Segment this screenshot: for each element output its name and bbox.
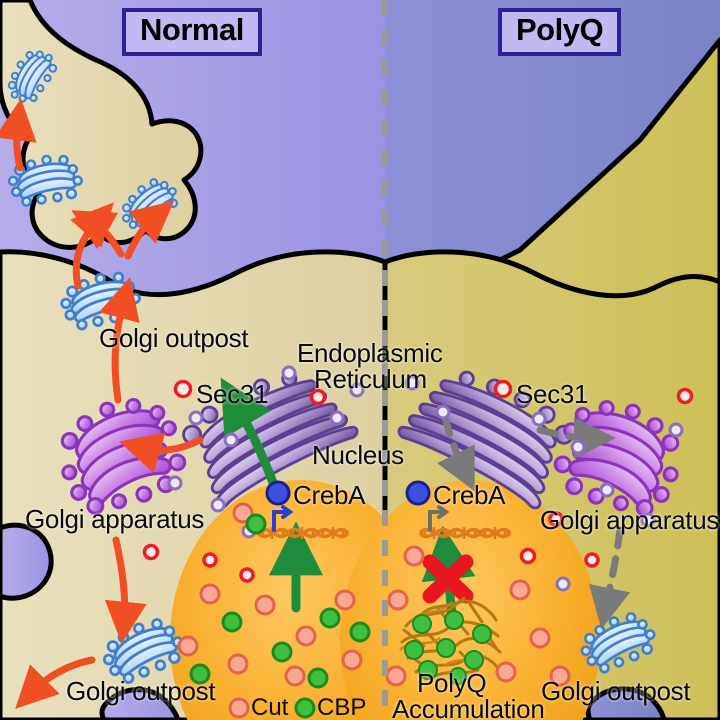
label-golgi-apparatus-right: Golgi apparatus <box>540 505 720 535</box>
legend-label-cbp: CBP <box>317 694 367 720</box>
label-polyq-accumulation-line2: Accumulation <box>392 694 545 720</box>
label-sec31-left: Sec31 <box>196 379 269 409</box>
panel-title-polyq: PolyQ <box>498 8 622 56</box>
label-golgi-outpost-top-left: Golgi outpost <box>99 323 249 353</box>
cut-particles-left <box>177 502 363 687</box>
arrow-left-branch-a <box>71 210 125 258</box>
block-x-icon <box>422 554 474 604</box>
legend-swatch-cbp <box>294 697 316 719</box>
label-sec31-right: Sec31 <box>516 379 589 409</box>
sec31-vesicles-right <box>493 379 694 568</box>
arrow-left-golgi-to-outpost <box>99 277 140 404</box>
arrow-right-golgi-to-outpost <box>588 526 631 630</box>
panel-title-normal: Normal <box>122 8 262 56</box>
transport-arrows-left <box>0 98 204 709</box>
dendrite-blob-right-bottom <box>585 686 667 720</box>
arrow-right-nucleus-to-er <box>437 414 475 492</box>
label-golgi-apparatus-left: Golgi apparatus <box>25 504 205 534</box>
sec31-vesicles-left <box>142 379 327 583</box>
legend-label-cut: Cut <box>251 694 289 720</box>
dendrite-blob-left-mid <box>0 522 54 601</box>
creba-marker-left <box>265 480 291 506</box>
label-reticulum: Reticulum <box>314 364 427 394</box>
arrow-left-topmost <box>0 98 37 172</box>
creba-marker-right <box>405 480 431 506</box>
label-golgi-outpost-bottom-left: Golgi outpost <box>66 676 216 706</box>
promoter-arrow-right <box>428 505 450 532</box>
arrow-left-er-to-golgi <box>119 432 204 474</box>
dna-strand-left <box>256 527 350 539</box>
label-golgi-outpost-bottom-right: Golgi outpost <box>541 676 691 706</box>
arrow-left-branch-b <box>124 200 175 260</box>
arrow-right-er-to-golgi <box>536 416 616 459</box>
legend-swatches <box>228 697 316 719</box>
dendrite-blob-left-bottom <box>99 687 181 720</box>
arrow-left-golgi-down <box>104 536 147 644</box>
label-polyq-accumulation-line1: PolyQ <box>417 668 487 698</box>
dna-strand-right <box>418 527 512 539</box>
cbp-particles-left <box>189 513 371 689</box>
label-endoplasmic: Endoplasmic <box>297 338 443 368</box>
label-creba-left: CrebA <box>293 480 366 510</box>
er-vesicles-right <box>404 375 684 592</box>
label-creba-right: CrebA <box>433 480 506 510</box>
cut-particles-right <box>385 545 571 687</box>
er-vesicles-left <box>167 365 365 539</box>
arrow-left-outpost-out <box>15 656 96 709</box>
promoter-arrow-left <box>272 505 294 532</box>
legend-swatch-cut <box>228 697 250 719</box>
transport-arrows-right <box>437 414 631 630</box>
label-nucleus: Nucleus <box>312 440 404 470</box>
polyq-aggregate <box>399 596 502 685</box>
